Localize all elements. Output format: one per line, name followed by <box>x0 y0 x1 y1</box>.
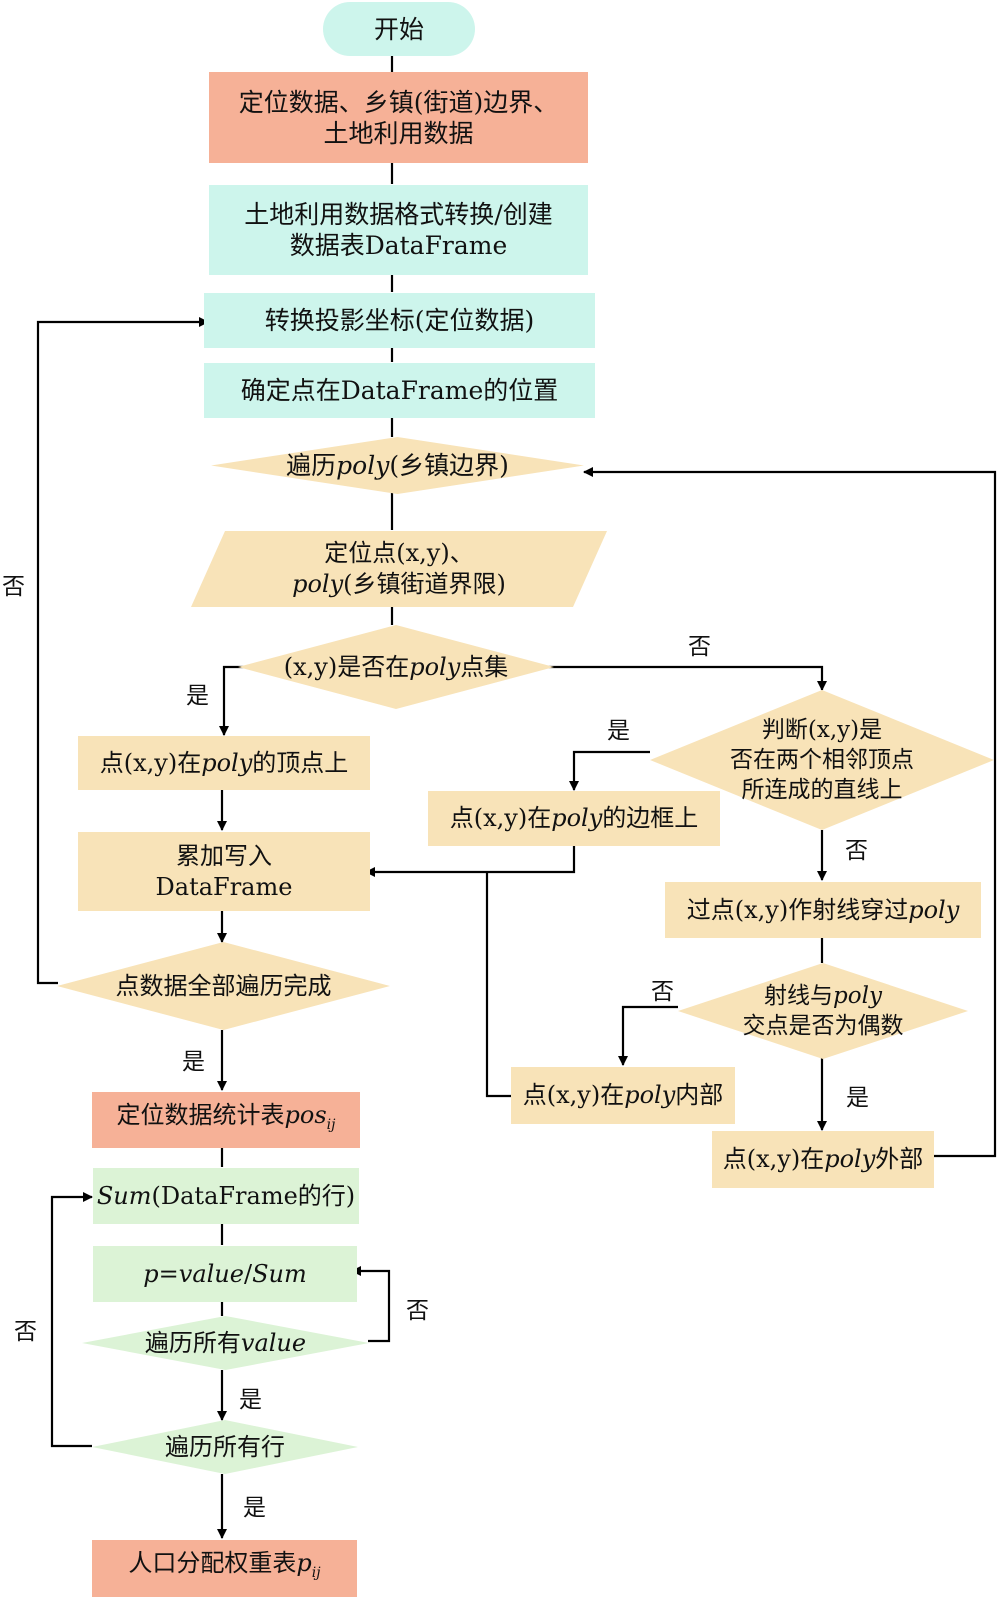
sum-a: Sum <box>96 1181 152 1210</box>
in-point-set-decision: (x,y)是否在poly点集 <box>238 625 554 709</box>
sum-box: Sum(DataFrame的行) <box>93 1168 359 1224</box>
input-data-line1: 定位数据、乡镇(街道)边界、 <box>238 87 559 117</box>
outside-box: 点(x,y)在poly外部 <box>712 1131 934 1188</box>
edge-a: 点(x,y)在 <box>449 804 552 832</box>
locate-box: 确定点在DataFrame的位置 <box>204 363 595 418</box>
outside-a: 点(x,y)在 <box>722 1145 825 1173</box>
in-set-a: (x,y)是否在 <box>283 652 410 681</box>
all-done-label: 点数据全部遍历完成 <box>115 971 332 1000</box>
vertex-b: poly <box>201 748 253 777</box>
judge-line2: 否在两个相邻顶点 <box>730 747 914 773</box>
accumulate-box: 累加写入 DataFrame <box>78 832 370 911</box>
on-vertex-box: 点(x,y)在poly的顶点上 <box>78 736 370 790</box>
p-d: / <box>243 1259 253 1288</box>
outside-c: 外部 <box>875 1145 924 1173</box>
in-set-b: poly <box>409 652 461 681</box>
weight-table-box: 人口分配权重表pij <box>92 1540 357 1597</box>
iterate-poly-decision: 遍历poly(乡镇边界) <box>211 437 584 494</box>
point-poly-line2a: poly <box>292 570 344 598</box>
on-line-decision: 判断(x,y)是 否在两个相邻顶点 所连成的直线上 <box>650 690 994 830</box>
project-label: 转换投影坐标(定位数据) <box>264 306 535 335</box>
sum-b: (DataFrame的行) <box>151 1181 356 1210</box>
stats-table-box: 定位数据统计表posij <box>92 1092 360 1148</box>
weight-a: 人口分配权重表 <box>128 1549 297 1578</box>
even-intersections-decision: 射线与poly 交点是否为偶数 <box>678 963 968 1059</box>
weight-sub: ij <box>311 1564 321 1581</box>
iterate-value-decision: 遍历所有value <box>82 1316 369 1370</box>
ray-q-1a: 射线与 <box>764 983 834 1009</box>
inside-a: 点(x,y)在 <box>522 1081 625 1109</box>
iter-value-b: value <box>240 1328 307 1357</box>
edge-c: 的边框上 <box>602 804 699 832</box>
p-e: Sum <box>252 1259 307 1288</box>
stat-sub: ij <box>326 1116 336 1133</box>
weight-b: p <box>296 1549 312 1578</box>
accum-line1: 累加写入 <box>176 841 272 870</box>
p-b: = <box>158 1259 179 1288</box>
iterate-poly-a: 遍历 <box>286 451 337 480</box>
p-c: value <box>178 1259 244 1288</box>
judge-line3: 所连成的直线上 <box>741 777 903 803</box>
iterate-rows-decision: 遍历所有行 <box>92 1420 358 1474</box>
locate-label: 确定点在DataFrame的位置 <box>240 376 559 405</box>
label-no-value: 否 <box>406 1298 429 1324</box>
stat-a: 定位数据统计表 <box>116 1100 285 1129</box>
point-poly-input: 定位点(x,y)、 poly(乡镇街道界限) <box>191 531 607 607</box>
p-a: p <box>143 1259 159 1288</box>
iterate-poly-c: (乡镇边界) <box>389 451 509 480</box>
label-yes-rows: 是 <box>243 1495 266 1521</box>
point-poly-line2b: (乡镇街道界限) <box>343 570 506 598</box>
point-poly-line1: 定位点(x,y)、 <box>324 539 474 567</box>
accum-line2: DataFrame <box>155 872 293 901</box>
convert-line2: 数据表DataFrame <box>289 231 508 260</box>
label-no-ray: 否 <box>651 979 674 1005</box>
label-no-inset: 否 <box>688 634 711 660</box>
label-no-judge: 否 <box>845 838 868 864</box>
inside-c: 内部 <box>675 1081 724 1109</box>
vertex-a: 点(x,y)在 <box>99 748 202 777</box>
label-yes-vertex: 是 <box>186 683 209 709</box>
start-label: 开始 <box>373 14 424 44</box>
all-done-decision: 点数据全部遍历完成 <box>57 942 390 1030</box>
inside-b: poly <box>624 1081 676 1109</box>
label-no-rows: 否 <box>14 1319 37 1345</box>
label-yes-edge: 是 <box>607 718 630 744</box>
iter-value-a: 遍历所有 <box>144 1328 241 1357</box>
vertex-c: 的顶点上 <box>252 748 349 777</box>
input-data-line2: 土地利用数据 <box>323 118 474 148</box>
outside-b: poly <box>824 1145 876 1173</box>
in-set-c: 点集 <box>460 652 509 681</box>
start-terminal: 开始 <box>323 2 475 56</box>
label-yes-value: 是 <box>239 1387 262 1413</box>
label-yes-ray: 是 <box>846 1085 869 1111</box>
convert-line1: 土地利用数据格式转换/创建 <box>244 200 553 229</box>
iterate-poly-b: poly <box>336 451 390 480</box>
ray-box: 过点(x,y)作射线穿过poly <box>665 882 981 938</box>
probability-box: p=value/Sum <box>93 1246 357 1302</box>
judge-line1: 判断(x,y)是 <box>761 717 883 743</box>
ray-q-2: 交点是否为偶数 <box>742 1013 904 1039</box>
input-data-box: 定位数据、乡镇(街道)边界、 土地利用数据 <box>209 72 588 163</box>
convert-box: 土地利用数据格式转换/创建 数据表DataFrame <box>209 185 588 275</box>
ray-q-1b: poly <box>833 983 882 1009</box>
ray-b: poly <box>908 895 960 924</box>
stat-b: pos <box>284 1100 327 1129</box>
iter-rows-label: 遍历所有行 <box>165 1432 285 1461</box>
label-no-loop-top: 否 <box>2 574 25 600</box>
ray-a: 过点(x,y)作射线穿过 <box>686 895 909 924</box>
project-box: 转换投影坐标(定位数据) <box>204 293 595 348</box>
edge-b: poly <box>551 804 603 832</box>
inside-box: 点(x,y)在poly内部 <box>511 1067 735 1124</box>
label-yes-all-done: 是 <box>182 1049 205 1075</box>
on-edge-box: 点(x,y)在poly的边框上 <box>428 791 720 846</box>
